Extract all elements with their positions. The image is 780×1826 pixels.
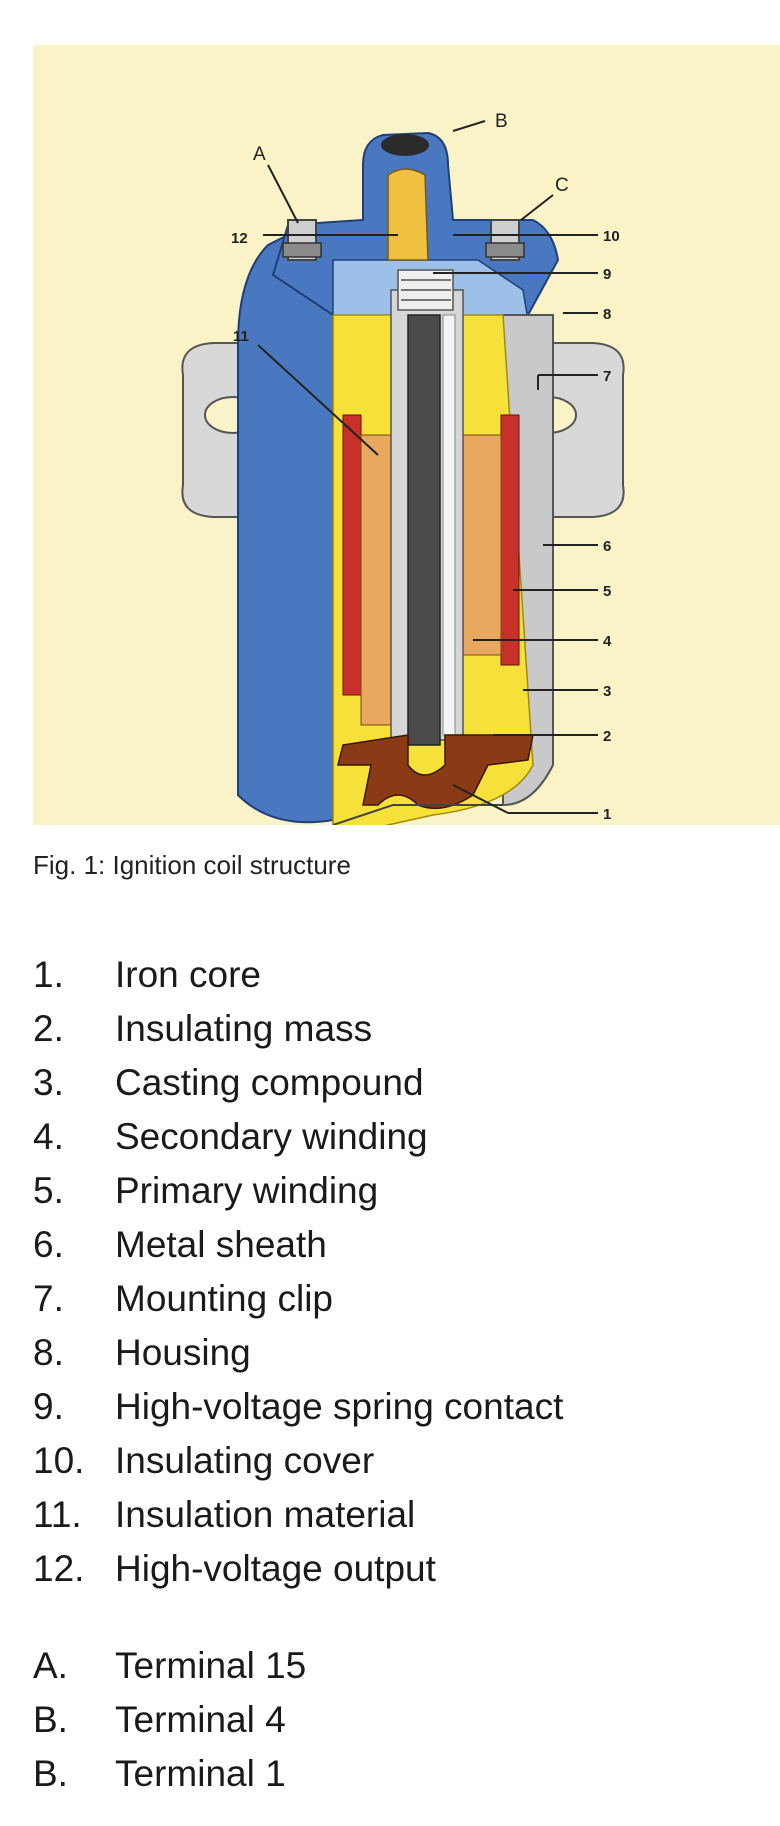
item-label: Terminal 1	[115, 1753, 286, 1794]
list-item: 10. Insulating cover	[33, 1434, 563, 1488]
callout-5: 5	[603, 583, 611, 600]
item-letter: B.	[33, 1699, 68, 1740]
terminals-legend: A. Terminal 15 B. Terminal 4 B. Terminal 1	[33, 1639, 306, 1801]
callout-a: A	[253, 144, 266, 165]
terminal-a-nut	[282, 242, 322, 258]
item-number: 4.	[33, 1116, 64, 1157]
item-label: Mounting clip	[115, 1278, 334, 1319]
item-number: 12.	[33, 1548, 85, 1589]
housing-left	[237, 228, 376, 824]
item-label: Primary winding	[115, 1170, 379, 1211]
item-number: 10.	[33, 1440, 85, 1481]
item-label: Terminal 4	[115, 1699, 286, 1740]
list-item: 12. High-voltage output	[33, 1542, 563, 1596]
terminal-c-nut	[485, 242, 525, 258]
item-label: Insulating mass	[115, 1008, 373, 1049]
item-number: 9.	[33, 1386, 64, 1427]
item-number: 7.	[33, 1278, 64, 1319]
list-item: A. Terminal 15	[33, 1639, 306, 1693]
item-label: Insulation material	[115, 1494, 416, 1535]
item-label: High-voltage output	[115, 1548, 436, 1589]
item-label: Casting compound	[115, 1062, 424, 1103]
callout-9: 9	[603, 266, 611, 283]
primary-winding-right	[500, 414, 520, 666]
callout-7: 7	[603, 368, 611, 385]
spring-coils	[401, 279, 451, 301]
callout-11: 11	[233, 328, 249, 345]
list-item: 3. Casting compound	[33, 1056, 563, 1110]
list-item: 4. Secondary winding	[33, 1110, 563, 1164]
list-item: 8. Housing	[33, 1326, 563, 1380]
hv-output-opening	[381, 134, 429, 156]
list-item: 9. High-voltage spring contact	[33, 1380, 563, 1434]
list-item: B. Terminal 4	[33, 1693, 306, 1747]
item-letter: A.	[33, 1645, 68, 1686]
list-item: 1. Iron core	[33, 948, 563, 1002]
callout-1: 1	[603, 806, 611, 823]
item-label: Iron core	[115, 954, 262, 995]
item-number: 1.	[33, 954, 64, 995]
item-number: 3.	[33, 1062, 64, 1103]
iron-core	[407, 314, 441, 746]
secondary-winding-left	[360, 434, 392, 726]
callout-2: 2	[603, 728, 611, 745]
callout-8: 8	[603, 306, 611, 323]
callout-6: 6	[603, 538, 611, 555]
callout-4: 4	[603, 633, 612, 650]
leader-lines	[257, 120, 598, 814]
iron-core-highlight	[442, 314, 456, 736]
item-label: High-voltage spring contact	[115, 1386, 564, 1427]
item-number: 2.	[33, 1008, 64, 1049]
item-number: 5.	[33, 1170, 64, 1211]
figure-caption: Fig. 1: Ignition coil structure	[33, 850, 351, 880]
secondary-winding-right	[462, 434, 502, 656]
callout-3: 3	[603, 683, 611, 700]
list-item: 7. Mounting clip	[33, 1272, 563, 1326]
ignition-coil-diagram: A B C 12 10 9 8 7 11 6 5 4 3 2 1	[181, 111, 625, 825]
housing-bottom	[332, 804, 503, 825]
callout-c: C	[555, 175, 569, 196]
item-letter: B.	[33, 1753, 68, 1794]
item-label: Housing	[115, 1332, 251, 1373]
ignition-coil-figure: A B C 12 10 9 8 7 11 6 5 4 3 2 1	[33, 45, 780, 825]
item-number: 8.	[33, 1332, 64, 1373]
hv-output	[387, 168, 429, 261]
list-item: 6. Metal sheath	[33, 1218, 563, 1272]
callout-12: 12	[231, 230, 248, 247]
list-item: B. Terminal 1	[33, 1747, 306, 1801]
callout-b: B	[495, 111, 508, 132]
list-item: 11. Insulation material	[33, 1488, 563, 1542]
list-item: 5. Primary winding	[33, 1164, 563, 1218]
parts-legend: 1. Iron core 2. Insulating mass 3. Casting …	[33, 948, 563, 1596]
item-label: Metal sheath	[115, 1224, 327, 1265]
item-label: Insulating cover	[115, 1440, 375, 1481]
callout-10: 10	[603, 228, 620, 245]
item-label: Secondary winding	[115, 1116, 428, 1157]
item-label: Terminal 15	[115, 1645, 307, 1686]
item-number: 6.	[33, 1224, 64, 1265]
list-item: 2. Insulating mass	[33, 1002, 563, 1056]
primary-winding-left	[342, 414, 362, 696]
item-number: 11.	[33, 1494, 82, 1535]
